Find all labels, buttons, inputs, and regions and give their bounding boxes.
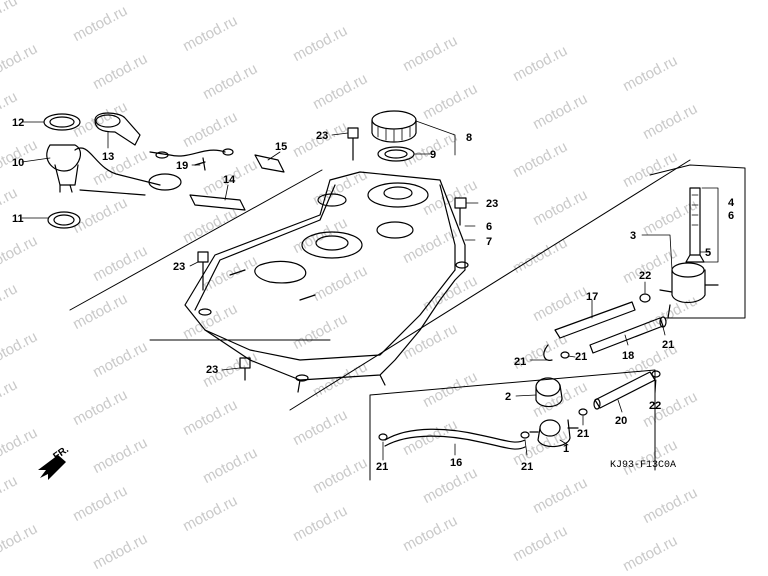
tube-17-part	[543, 301, 636, 361]
callout-2: 2	[505, 391, 511, 403]
callout-1: 1	[563, 443, 569, 455]
callout-21-tube17: 21	[514, 356, 526, 368]
harness-part	[149, 148, 234, 159]
tank-group-outline-line	[69, 159, 691, 411]
callout-17: 17	[586, 291, 598, 303]
callout-20: 20	[615, 415, 627, 427]
callout-5: 5	[705, 247, 711, 259]
fuel-cap-part	[371, 110, 417, 143]
callout-14: 14	[223, 174, 236, 186]
callout-3: 3	[630, 230, 636, 242]
callout-16: 16	[450, 457, 462, 469]
leader-lines	[21, 120, 719, 461]
callout-21-cock: 21	[662, 339, 674, 351]
callout-8: 8	[466, 132, 472, 144]
tube-20-part	[593, 371, 656, 410]
tube-18-part	[589, 317, 664, 354]
bolt-23-parts	[197, 127, 467, 381]
callout-19: 19	[176, 160, 188, 172]
diagram-code: KJ93-F13C0A	[610, 460, 676, 471]
callout-23-top: 23	[316, 130, 328, 142]
cock-group-box	[649, 164, 746, 319]
callout-23-left: 23	[173, 261, 185, 273]
callout-23-bottom: 23	[206, 364, 218, 376]
callout-11: 11	[12, 213, 24, 225]
callout-4: 4	[728, 197, 735, 209]
callout-21-tube18: 21	[575, 351, 587, 363]
callout-labels: 12 10 11 13 19 14 15 23 8 9 23 6 7 23 23…	[12, 117, 735, 473]
callout-22-bottom: 22	[649, 400, 661, 412]
callout-22-top: 22	[639, 270, 651, 282]
fuel-hose-13-part	[94, 112, 141, 146]
front-direction-arrow: FR.	[38, 444, 71, 480]
callout-10: 10	[12, 157, 24, 169]
callout-7: 7	[486, 236, 492, 248]
callout-23-right: 23	[486, 198, 498, 210]
callout-9: 9	[430, 149, 436, 161]
fuel-filter-part	[529, 419, 579, 448]
callout-21-hose-left: 21	[376, 461, 388, 473]
callout-21-hose-right: 21	[521, 461, 533, 473]
screw-19-part	[194, 157, 206, 171]
cap-seal-part	[377, 146, 415, 162]
callout-15: 15	[275, 141, 287, 153]
clip-parts	[378, 293, 667, 441]
hose-16-part	[384, 428, 526, 450]
callout-6-tank: 6	[486, 221, 492, 233]
filter-cap-part	[535, 377, 563, 408]
callout-21-filter: 21	[577, 428, 589, 440]
callout-18: 18	[622, 350, 634, 362]
callout-13: 13	[102, 151, 114, 163]
callout-6-cock: 6	[728, 210, 734, 222]
hose-group-box	[369, 369, 656, 481]
fuel-unit-part	[43, 113, 182, 229]
fuel-cock-part	[659, 187, 719, 319]
callout-12: 12	[12, 117, 24, 129]
pad-14-part	[189, 194, 246, 211]
fuel-tank-part	[184, 171, 469, 393]
pad-15-part	[254, 154, 285, 173]
